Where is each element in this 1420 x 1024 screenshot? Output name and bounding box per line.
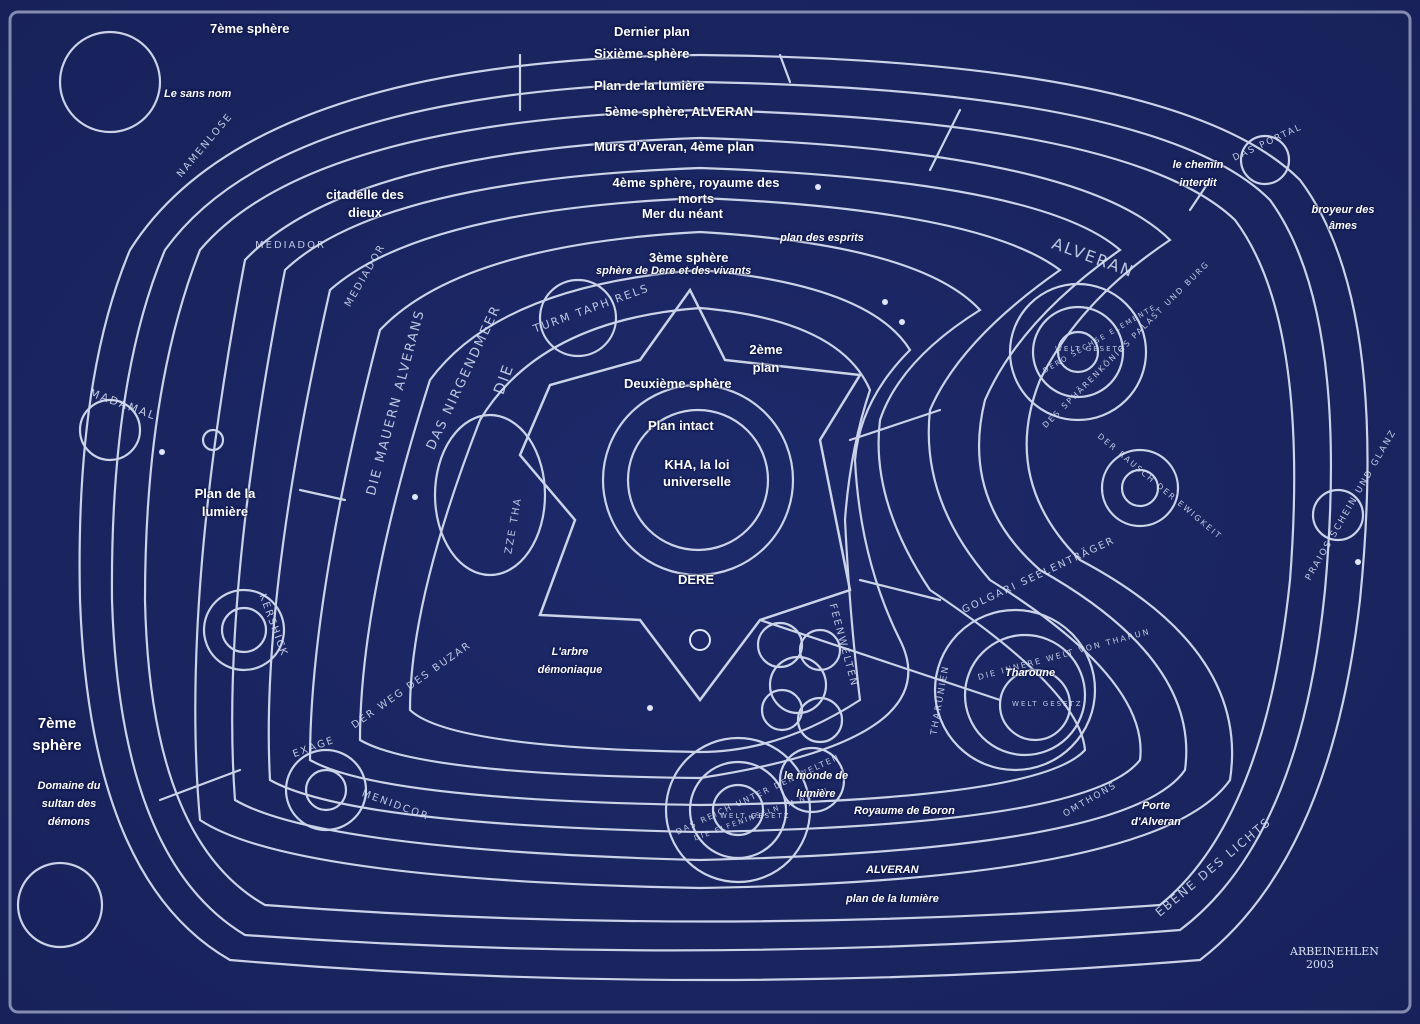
label-septieme-sphere-left: 7ème sphère — [32, 715, 82, 754]
signature: ARBEINEHLEN 2003 — [1290, 945, 1379, 971]
label-troisieme-sphere: 3ème sphère — [649, 250, 729, 265]
label-kha: KHA, la loi universelle — [663, 457, 731, 489]
label-chemin-interdit: le chemin interdit — [1172, 159, 1224, 189]
ring-5 — [231, 166, 1188, 862]
label-deuxieme-sphere: Deuxième sphère — [624, 376, 732, 391]
label-plan-intact: Plan intact — [648, 418, 714, 433]
label-royaume-boron: Royaume de Boron — [854, 805, 955, 817]
label-plan-lumiere-bottom: plan de la lumière — [846, 893, 939, 905]
label-tharoune: Tharoune — [1005, 667, 1056, 679]
label-dere: DERE — [678, 572, 715, 587]
label-mer-neant: Mer du néant — [642, 206, 723, 221]
label-septieme-sphere-top: 7ème sphère — [210, 21, 290, 36]
label-domaine-sultan: Domaine du sultan des démons — [37, 780, 101, 828]
plan-intact-ring — [601, 383, 795, 577]
sketch-welt-gesetz-2: WELT GESETZ — [1012, 700, 1083, 708]
ring-6 — [267, 196, 1142, 834]
label-deuxieme-plan: 2ème plan — [749, 342, 783, 375]
star — [518, 287, 863, 703]
label-plan-esprits: plan des esprits — [780, 232, 864, 244]
label-dernier-plan: Dernier plan — [614, 24, 690, 39]
sketch-welt-gesetz-3: WELT GESETZ — [720, 812, 791, 820]
label-porte-alveran: Porte d'Alveran — [1131, 800, 1181, 828]
kha-ring — [626, 408, 770, 552]
label-plan-lumiere-left: Plan de la lumière — [194, 486, 256, 519]
label-sixieme-sphere: Sixième sphère — [594, 46, 690, 61]
label-quatrieme-sphere: 4ème sphère, royaume des morts — [612, 175, 780, 207]
label-plan-lumiere-top: Plan de la lumière — [594, 78, 705, 93]
label-sphere-dere: sphère de Dere et des vivants — [596, 265, 752, 277]
label-monde-lumiere: le monde de lumière — [783, 770, 849, 800]
label-murs-averan: Murs d'Averan, 4ème plan — [594, 139, 755, 154]
sketch-mediador: MEDIADOR — [255, 240, 326, 251]
ring-4 — [194, 136, 1234, 890]
label-citadelle: citadelle des dieux — [325, 187, 405, 220]
label-arbre-demoniaque: L'arbre démoniaque — [537, 646, 603, 676]
ring-7 — [308, 230, 1087, 807]
label-cinquieme-sphere: 5ème sphère, ALVERAN — [605, 104, 754, 119]
sketch-welt-gesetz-1: WELT GESETZ — [1055, 345, 1126, 353]
ring-1 — [78, 53, 1369, 982]
ring-3 — [143, 108, 1296, 923]
label-broyeur: broyeur des âmes — [1311, 204, 1375, 232]
ring-2 — [110, 80, 1333, 952]
ring-8 — [358, 268, 912, 780]
label-le-sans-nom: Le sans nom — [164, 88, 232, 100]
ring-9 — [408, 306, 872, 754]
label-alveran-bottom: ALVERAN — [866, 864, 919, 876]
